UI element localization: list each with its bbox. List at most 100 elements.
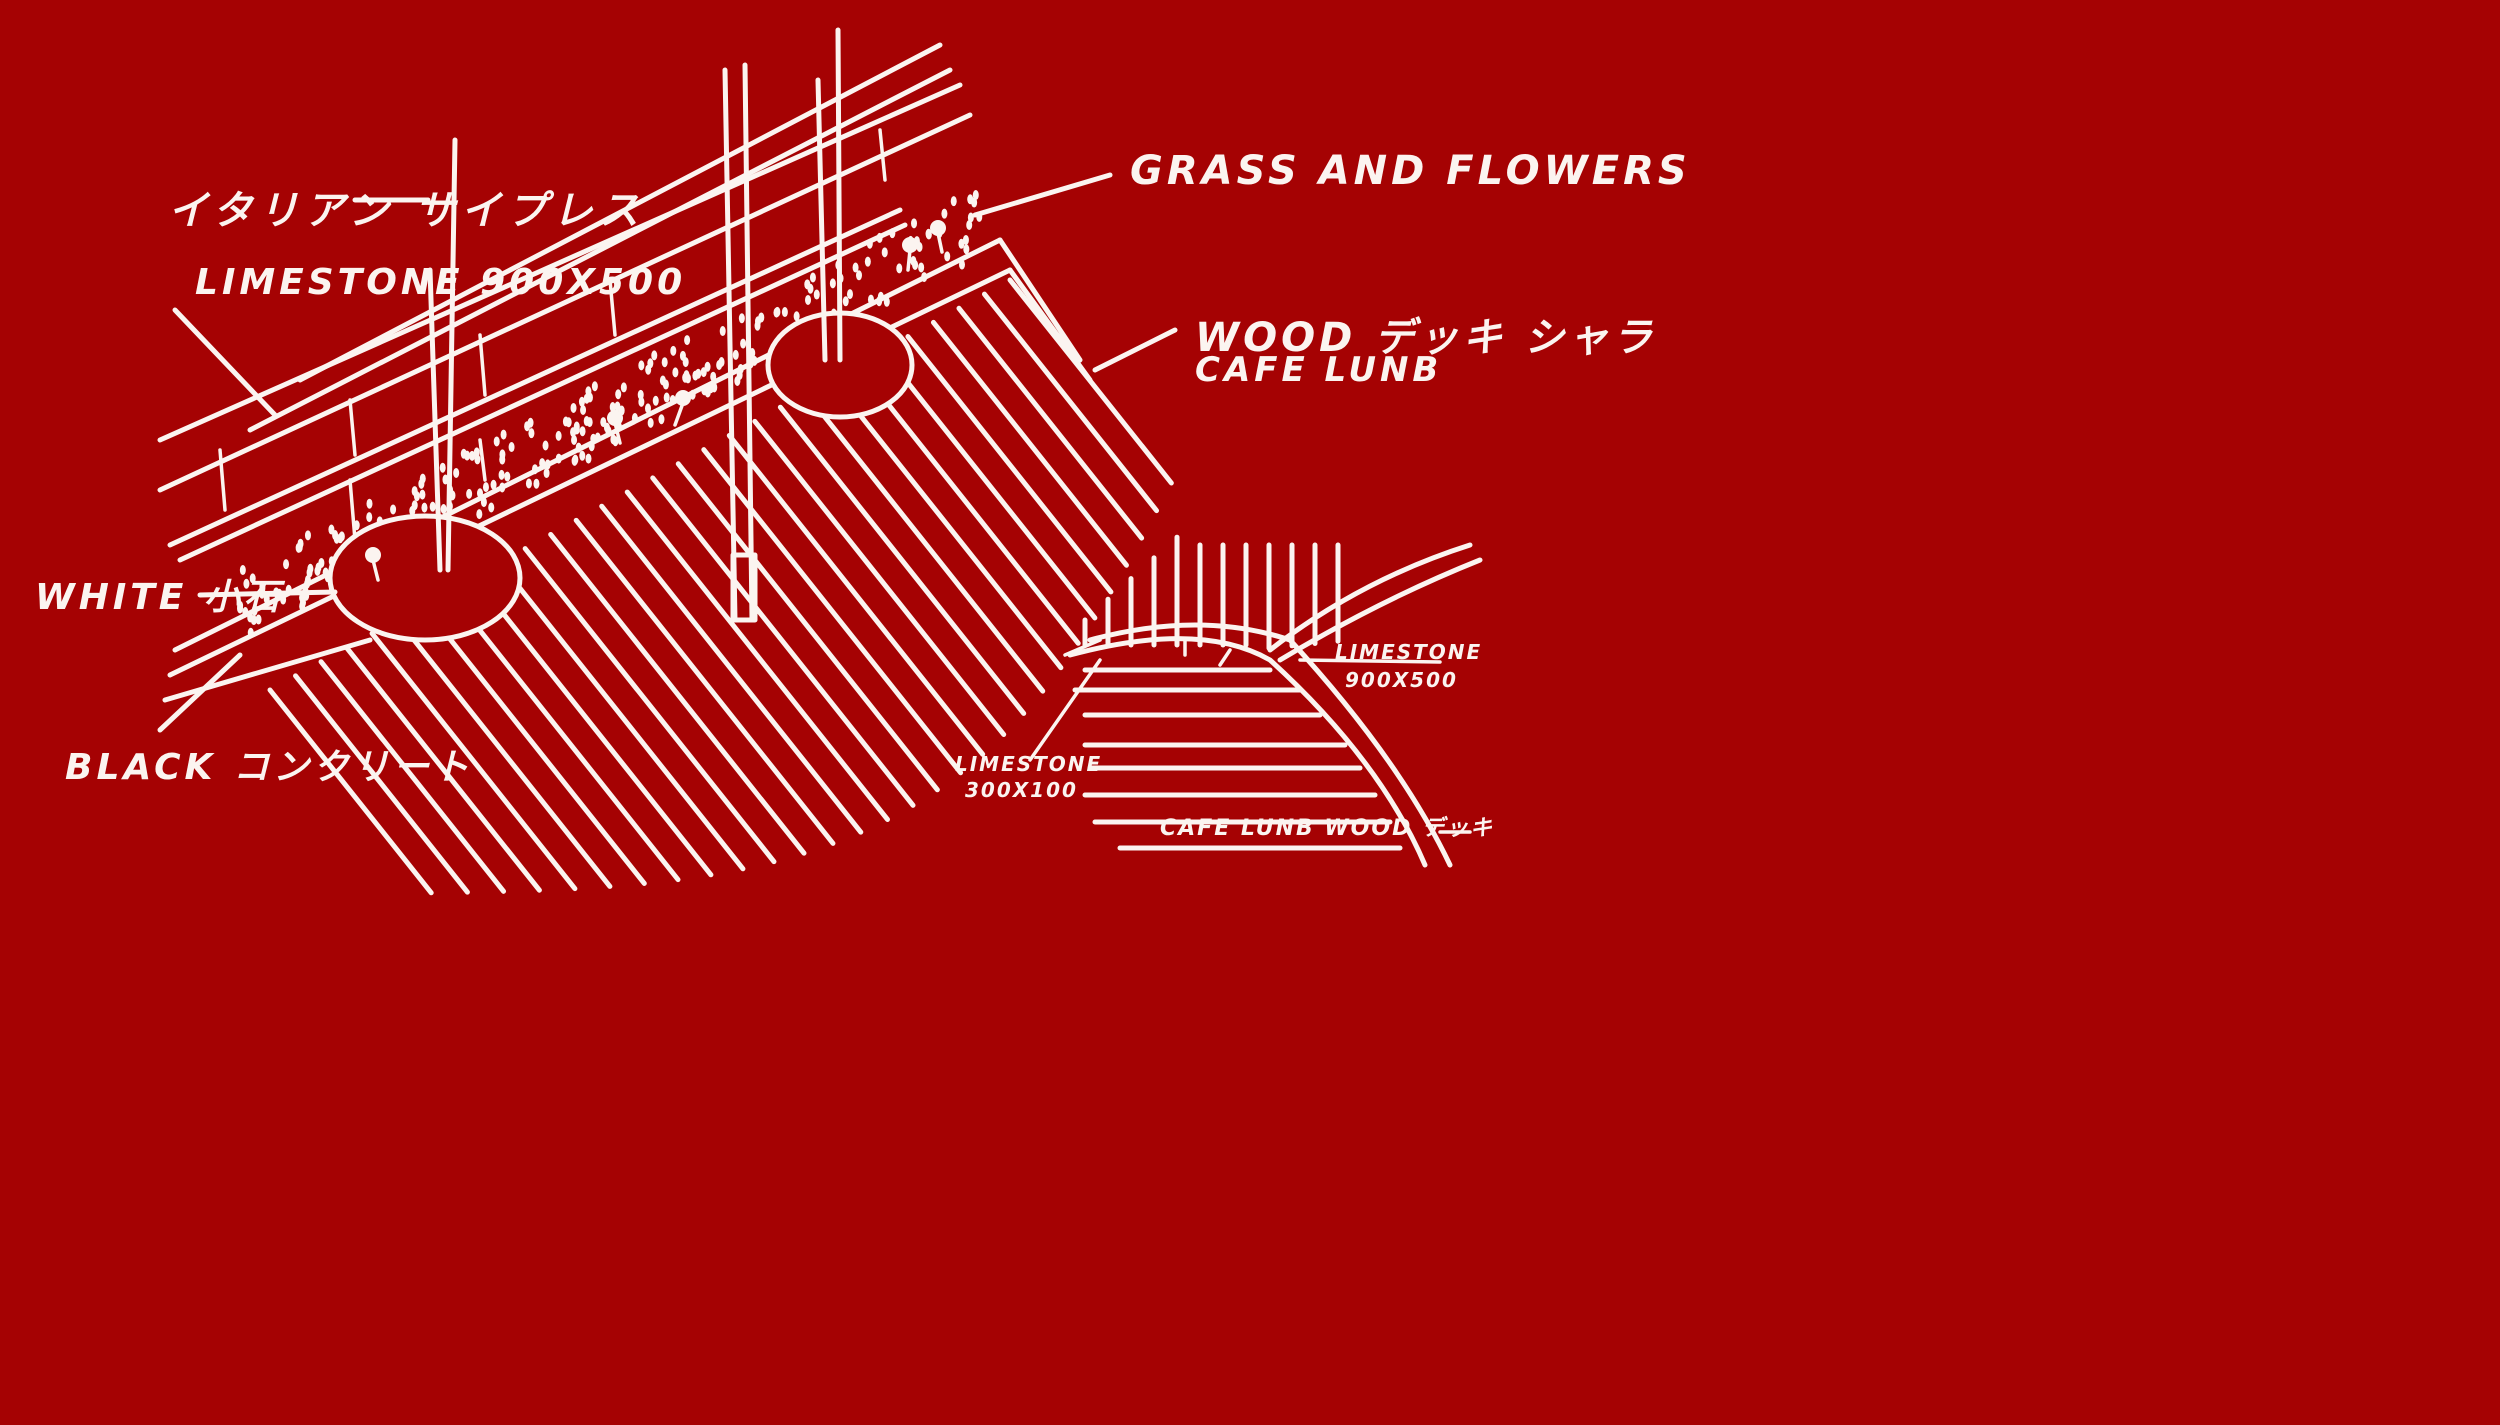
gravel-dot	[476, 488, 483, 499]
gravel-dot	[925, 228, 932, 239]
gravel-dot	[419, 489, 426, 500]
gravel-dot	[773, 307, 780, 318]
gravel-dot	[453, 467, 460, 478]
gravel-dot	[307, 563, 314, 574]
gravel-dot	[482, 482, 489, 493]
gravel-dot	[684, 335, 691, 346]
inset-plan-detail	[1028, 534, 1483, 868]
label-limestone-wall: LIMESTONE 900X500	[195, 262, 687, 303]
label-cafe-lunb: CAFE LUNB	[1195, 350, 1443, 390]
gravel-dot	[881, 247, 888, 258]
gravel-dot	[237, 603, 244, 614]
gravel-dot	[755, 316, 762, 327]
gravel-dot	[579, 450, 586, 461]
gravel-dot	[295, 542, 302, 553]
gravel-dot	[571, 434, 578, 445]
gravel-dot	[555, 453, 562, 464]
flower-icons	[365, 220, 946, 582]
gravel-dot	[738, 313, 745, 324]
gravel-dot	[580, 404, 587, 415]
gravel-dot	[896, 263, 903, 274]
gravel-dot	[419, 473, 426, 484]
gravel-dot	[490, 479, 497, 490]
gravel-dot	[659, 375, 666, 386]
gravel-dot	[243, 578, 250, 589]
gravel-dot	[578, 396, 585, 407]
gravel-dot	[911, 218, 918, 229]
deck-board-line	[522, 546, 777, 865]
gravel-dot	[718, 356, 725, 367]
gravel-dot	[852, 262, 859, 273]
gravel-dot	[366, 512, 373, 523]
gravel-dot	[498, 469, 505, 480]
gravel-dot	[867, 294, 874, 305]
deck-board-line	[318, 659, 507, 894]
gravel-dot	[876, 232, 883, 243]
deck-board-line	[471, 574, 714, 878]
gravel-dot	[575, 442, 582, 453]
gravel-dot	[701, 385, 708, 396]
deck-board-line	[267, 687, 434, 896]
deck-board-line	[573, 517, 836, 846]
gravel-dot	[528, 428, 535, 439]
gravel-dot	[638, 360, 645, 371]
inset-label-limestone-right: LIMESTONE	[1335, 640, 1483, 664]
gravel-dot	[585, 453, 592, 464]
gravel-dot	[562, 416, 569, 427]
gravel-dot	[620, 382, 627, 393]
deck-board-line	[548, 531, 807, 856]
gravel-dot	[460, 448, 467, 459]
deck-board-line	[701, 447, 964, 776]
gravel-dot	[734, 375, 741, 386]
gravel-dot	[247, 627, 254, 638]
gravel-dot	[603, 422, 610, 433]
gravel-dot	[594, 432, 601, 443]
gravel-dot	[539, 458, 546, 469]
gravel-dot	[864, 256, 871, 267]
gravel-dot	[912, 260, 919, 271]
deck-board-line	[420, 602, 647, 886]
gravel-dot	[883, 296, 890, 307]
gravel-dot	[647, 358, 654, 369]
deck-board-line	[369, 630, 578, 892]
label-black-concrete: BLACK コンクリート	[65, 747, 473, 788]
gravel-dot	[855, 270, 862, 281]
gravel-dot	[555, 430, 562, 441]
label-grass-and-flowers: GRASS AND FLOWERS	[1130, 148, 1691, 194]
gravel-dot	[644, 403, 651, 414]
deck-board-line	[624, 489, 890, 822]
gravel-dot	[609, 402, 616, 413]
gravel-dot	[586, 392, 593, 403]
gravel-dot	[440, 504, 447, 515]
gravel-dot	[572, 454, 579, 465]
gravel-dot	[658, 414, 665, 425]
inset-label-deck: CAFE LUNB WOOD デッキ	[1160, 816, 1494, 841]
deck-board-line	[752, 418, 1007, 738]
gravel-dot	[793, 311, 800, 322]
gravel-dot	[663, 392, 670, 403]
label-white-gravel: WHITE 小石	[35, 577, 284, 618]
gravel-dot	[781, 307, 788, 318]
deck-board-line	[930, 319, 1129, 568]
gravel-dot	[239, 565, 246, 576]
gravel-dot	[570, 402, 577, 413]
white-pebble-beds	[327, 310, 915, 643]
gravel-dot	[637, 389, 644, 400]
gravel-dot	[500, 429, 507, 440]
deck-board-line	[726, 433, 986, 757]
gravel-dot	[813, 289, 820, 300]
gravel-dot	[353, 520, 360, 531]
deck-board-line	[599, 503, 864, 835]
gravel-dot	[918, 262, 925, 273]
inset-label-limestone-left: LIMESTONE	[955, 752, 1103, 776]
gravel-dot	[590, 433, 597, 444]
gravel-dot	[972, 190, 979, 201]
deck-board-line	[956, 305, 1145, 541]
gravel-dot	[586, 417, 593, 428]
gravel-dot	[944, 251, 951, 262]
gravel-dot	[469, 450, 476, 461]
deck-board-line	[650, 475, 916, 808]
gravel-dot	[439, 462, 446, 473]
gravel-dot	[805, 294, 812, 305]
